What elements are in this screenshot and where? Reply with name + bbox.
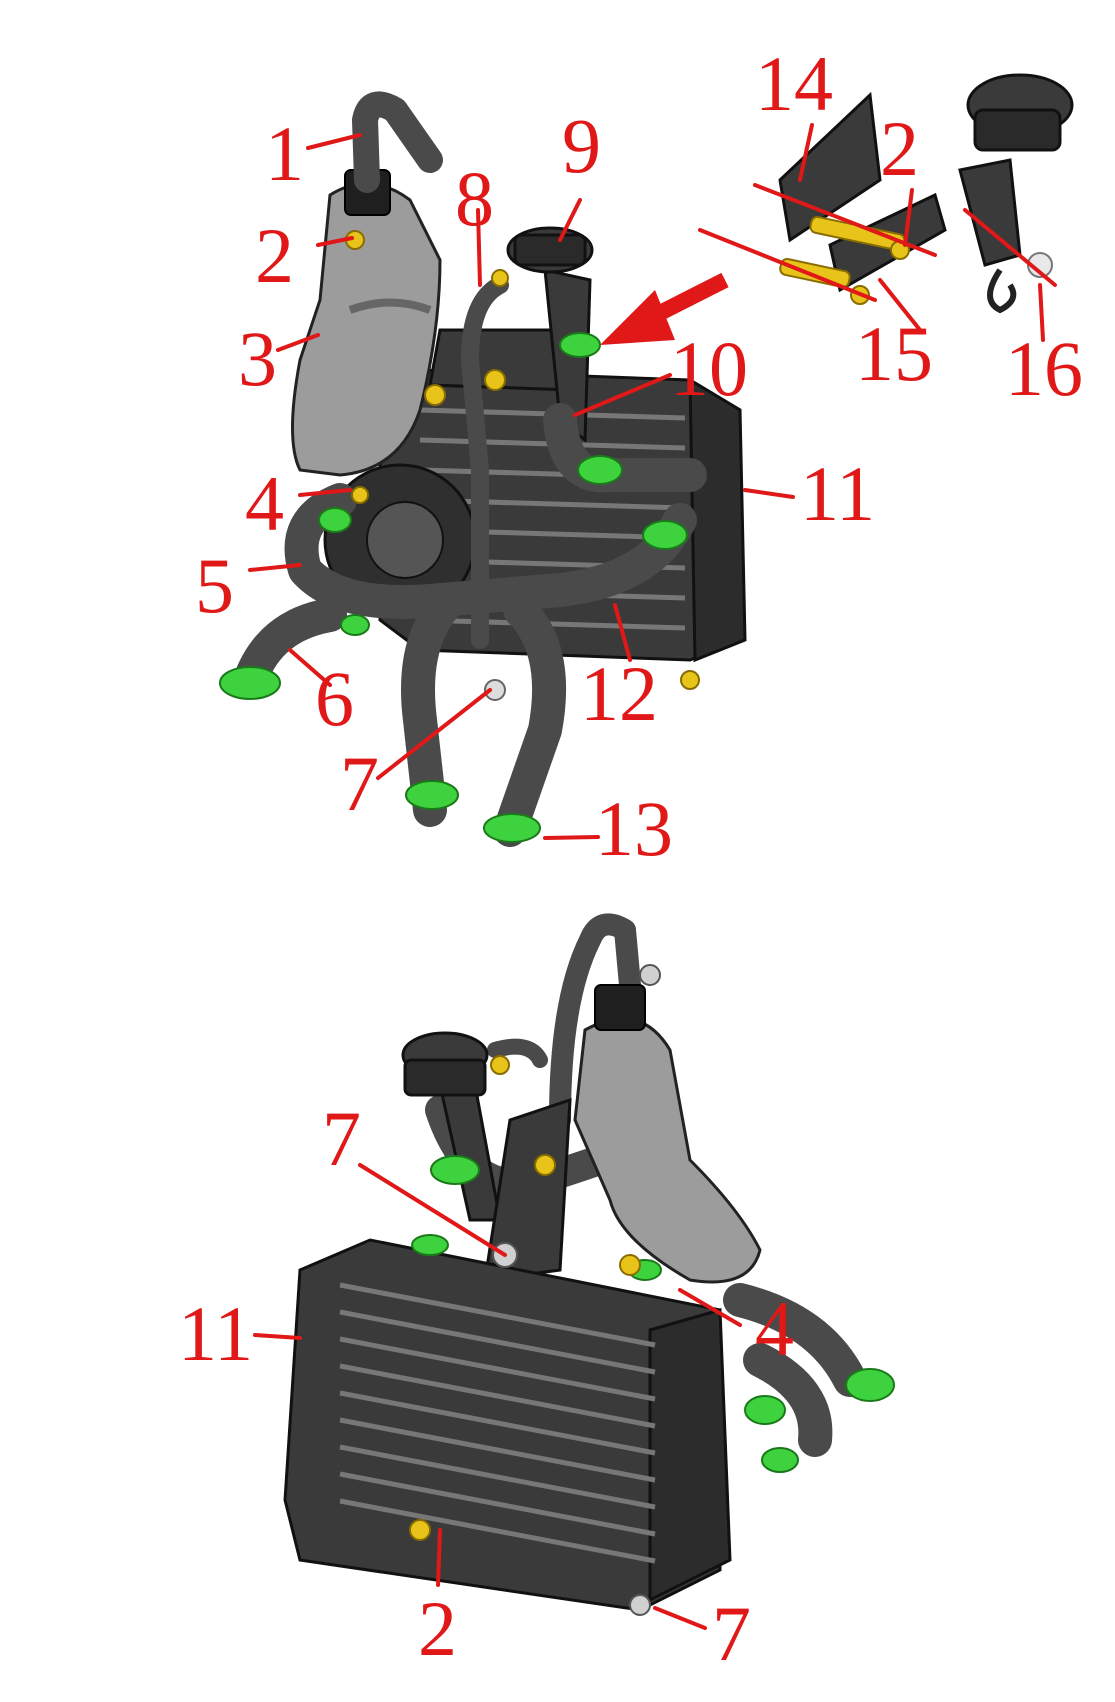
top-assembly: 1 2 3 4 5 6 7 8 9 10 11 12 13 14 2 15 16 — [195, 40, 1083, 872]
callout-3: 3 — [238, 315, 277, 402]
callout-8: 8 — [455, 155, 494, 242]
callout-2-bottom: 2 — [418, 1585, 457, 1672]
bottom-assembly: 7 11 2 4 7 — [178, 913, 895, 1677]
exploded-bracket-group — [698, 73, 1074, 314]
callout-7-bottom-right: 7 — [712, 1590, 751, 1677]
callout-1: 1 — [265, 110, 304, 197]
filler-neck-bottom — [401, 1031, 502, 1222]
callout-7: 7 — [340, 740, 379, 827]
callout-9: 9 — [562, 102, 601, 189]
callout-4: 4 — [245, 460, 284, 547]
callout-6: 6 — [315, 655, 354, 742]
callout-5: 5 — [195, 542, 234, 629]
direction-arrow — [600, 272, 729, 345]
reservoir-tank-bottom — [573, 984, 762, 1284]
callout-11: 11 — [800, 450, 875, 537]
callout-7-bottom: 7 — [322, 1095, 361, 1182]
clamps-bottom — [411, 1155, 895, 1473]
callout-15: 15 — [855, 310, 933, 397]
callout-10: 10 — [670, 325, 748, 412]
radiator-bottom-view — [283, 1238, 732, 1612]
callout-12: 12 — [580, 650, 658, 737]
callouts-top: 1 2 3 4 5 6 7 8 9 10 11 12 13 14 2 15 16 — [195, 40, 1083, 872]
leaders-bottom — [253, 1163, 742, 1630]
bolts-top — [345, 230, 700, 701]
leaders-top — [248, 123, 1045, 840]
callout-2: 2 — [255, 212, 294, 299]
callouts-bottom: 7 11 2 4 7 — [178, 1095, 794, 1677]
callout-14: 14 — [755, 40, 833, 127]
callout-16: 16 — [1005, 325, 1083, 412]
callout-2-bracket: 2 — [880, 105, 919, 192]
clamps-top — [219, 332, 688, 843]
callout-11-bottom: 11 — [178, 1290, 253, 1377]
callout-4-bottom: 4 — [755, 1285, 794, 1372]
callout-13: 13 — [595, 785, 673, 872]
